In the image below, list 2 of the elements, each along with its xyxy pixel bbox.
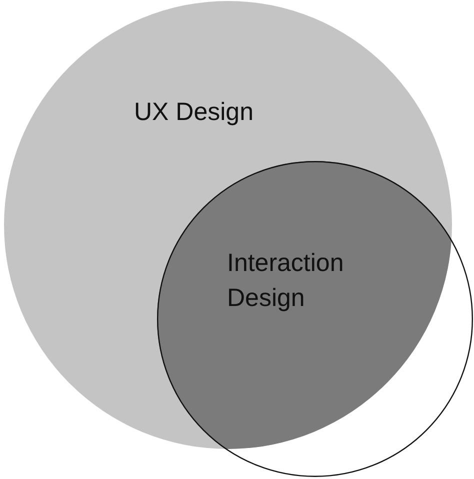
- circle-label: UX Design: [134, 97, 254, 128]
- circle-label: Interaction Design: [227, 248, 345, 314]
